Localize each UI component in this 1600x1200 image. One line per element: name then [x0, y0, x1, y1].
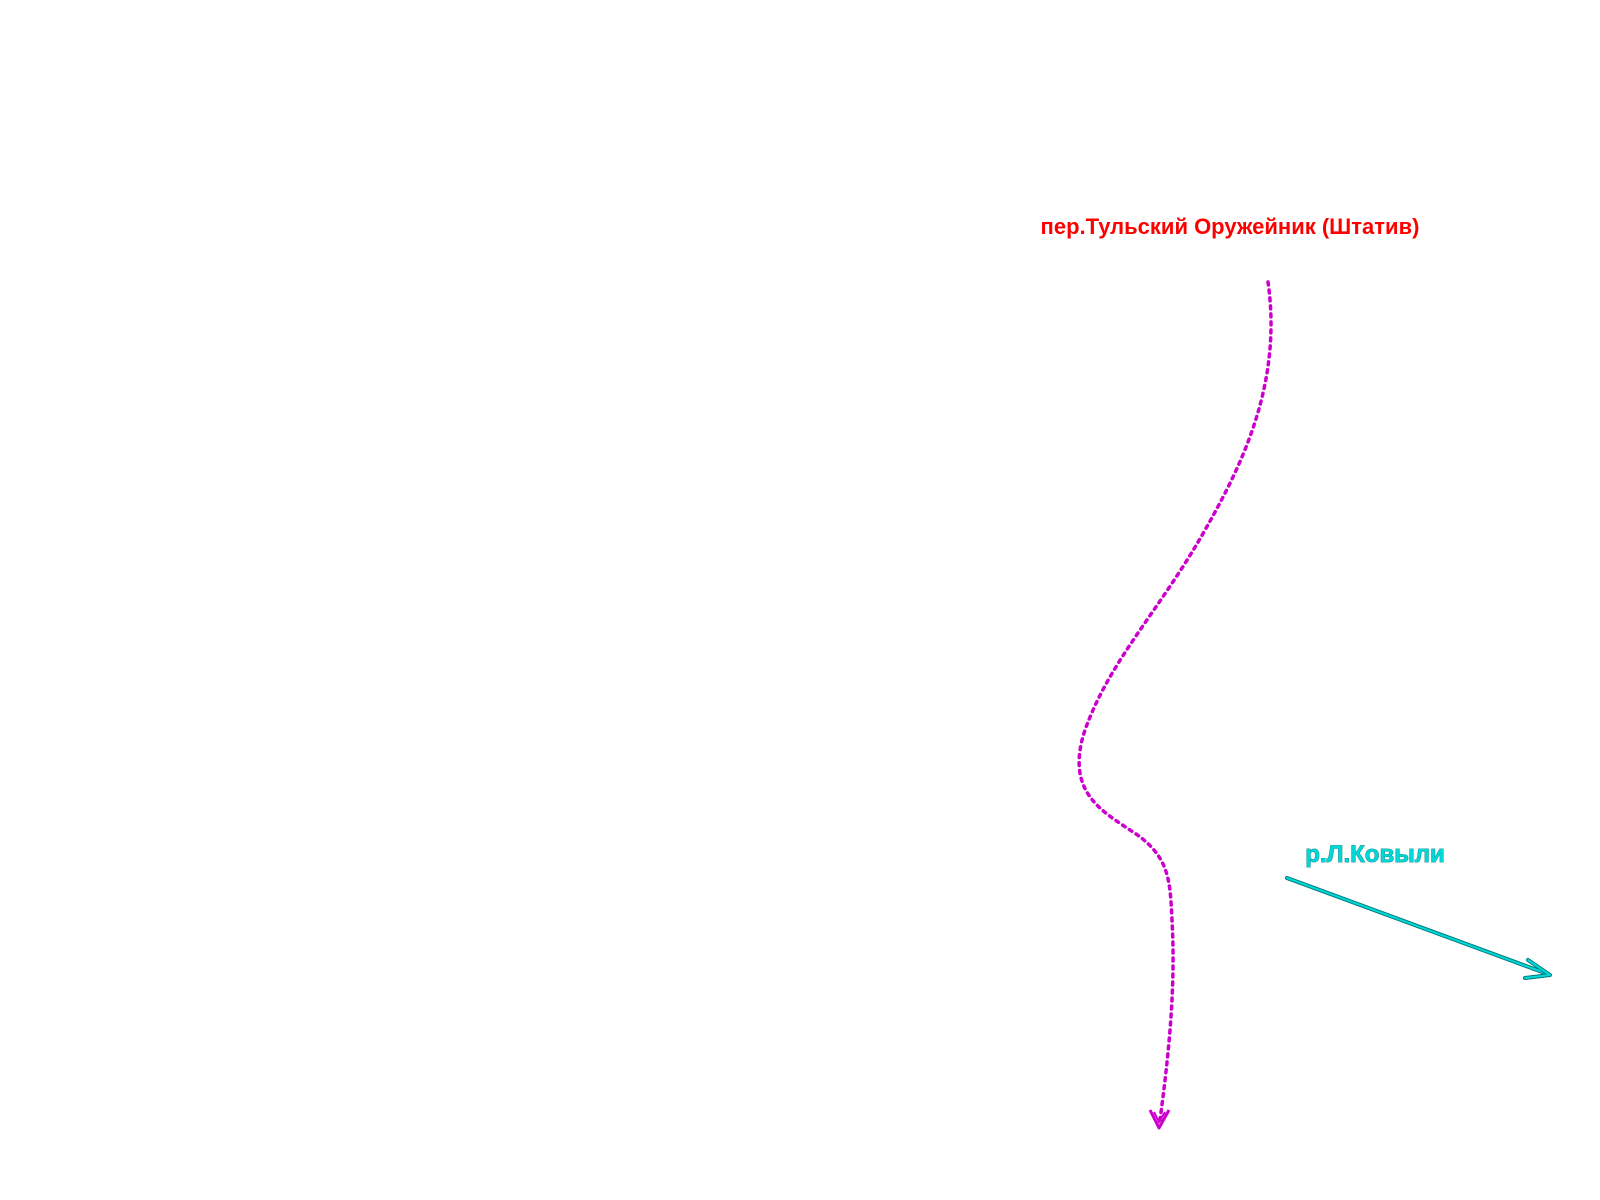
river-arrowhead-icon: [1523, 958, 1552, 980]
pass-label: пер.Тульский Оружейник (Штатив): [1041, 214, 1420, 239]
river-flow-line-fill: [1286, 877, 1546, 974]
route-arrowhead-icon: [1148, 1109, 1171, 1130]
river-label: р.Л.Ковыли: [1305, 841, 1444, 868]
route-path: [1077, 280, 1273, 1122]
